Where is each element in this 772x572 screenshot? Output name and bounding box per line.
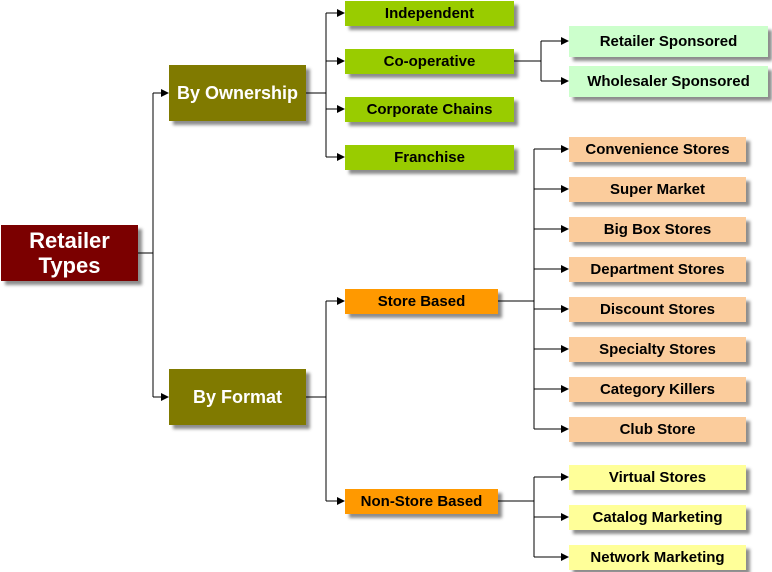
virtual-stores-node: Virtual Stores — [569, 465, 746, 490]
corporate-chains-node: Corporate Chains — [345, 97, 514, 122]
convenience-stores-node: Convenience Stores — [569, 137, 746, 162]
co-operative-node: Co-operative — [345, 49, 514, 74]
by-ownership-node: By Ownership — [169, 65, 306, 121]
department-stores-node: Department Stores — [569, 257, 746, 282]
retailer-types-root: Retailer Types — [1, 225, 138, 281]
club-store-node: Club Store — [569, 417, 746, 442]
by-format-node: By Format — [169, 369, 306, 425]
catalog-marketing-node: Catalog Marketing — [569, 505, 746, 530]
specialty-stores-node: Specialty Stores — [569, 337, 746, 362]
retailer-sponsored-node: Retailer Sponsored — [569, 26, 768, 57]
big-box-stores-node: Big Box Stores — [569, 217, 746, 242]
super-market-node: Super Market — [569, 177, 746, 202]
root-label-line2: Types — [38, 253, 101, 278]
discount-stores-node: Discount Stores — [569, 297, 746, 322]
category-killers-node: Category Killers — [569, 377, 746, 402]
root-label-line1: Retailer — [29, 227, 110, 253]
store-based-node: Store Based — [345, 289, 498, 314]
wholesaler-sponsored-node: Wholesaler Sponsored — [569, 66, 768, 97]
independent-node: Independent — [345, 1, 514, 26]
franchise-node: Franchise — [345, 145, 514, 170]
non-store-based-node: Non-Store Based — [345, 489, 498, 514]
network-marketing-node: Network Marketing — [569, 545, 746, 570]
